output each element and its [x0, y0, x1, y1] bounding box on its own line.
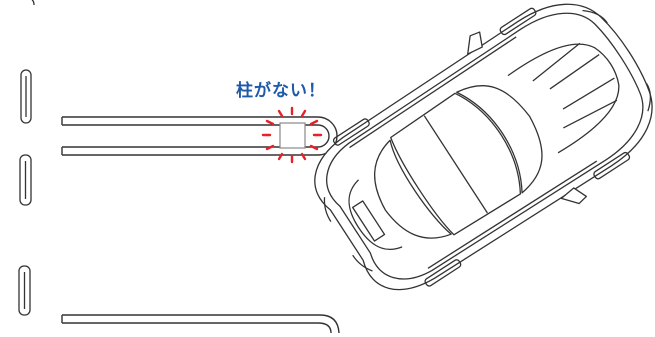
- missing-pillar-marker: [261, 106, 323, 164]
- pillar-outline: [279, 122, 306, 149]
- missing-pillar-caption: 柱がない！: [236, 81, 326, 101]
- wheel-stop-middle: [19, 154, 32, 206]
- wheel-stop-top: [20, 0, 35, 124]
- alert-burst-icon: [261, 106, 323, 164]
- car-top-view: [314, 3, 653, 291]
- parking-line-lower: [61, 314, 340, 334]
- wheel-stop-bottom: [18, 265, 31, 316]
- wheel-stops: [18, 0, 35, 316]
